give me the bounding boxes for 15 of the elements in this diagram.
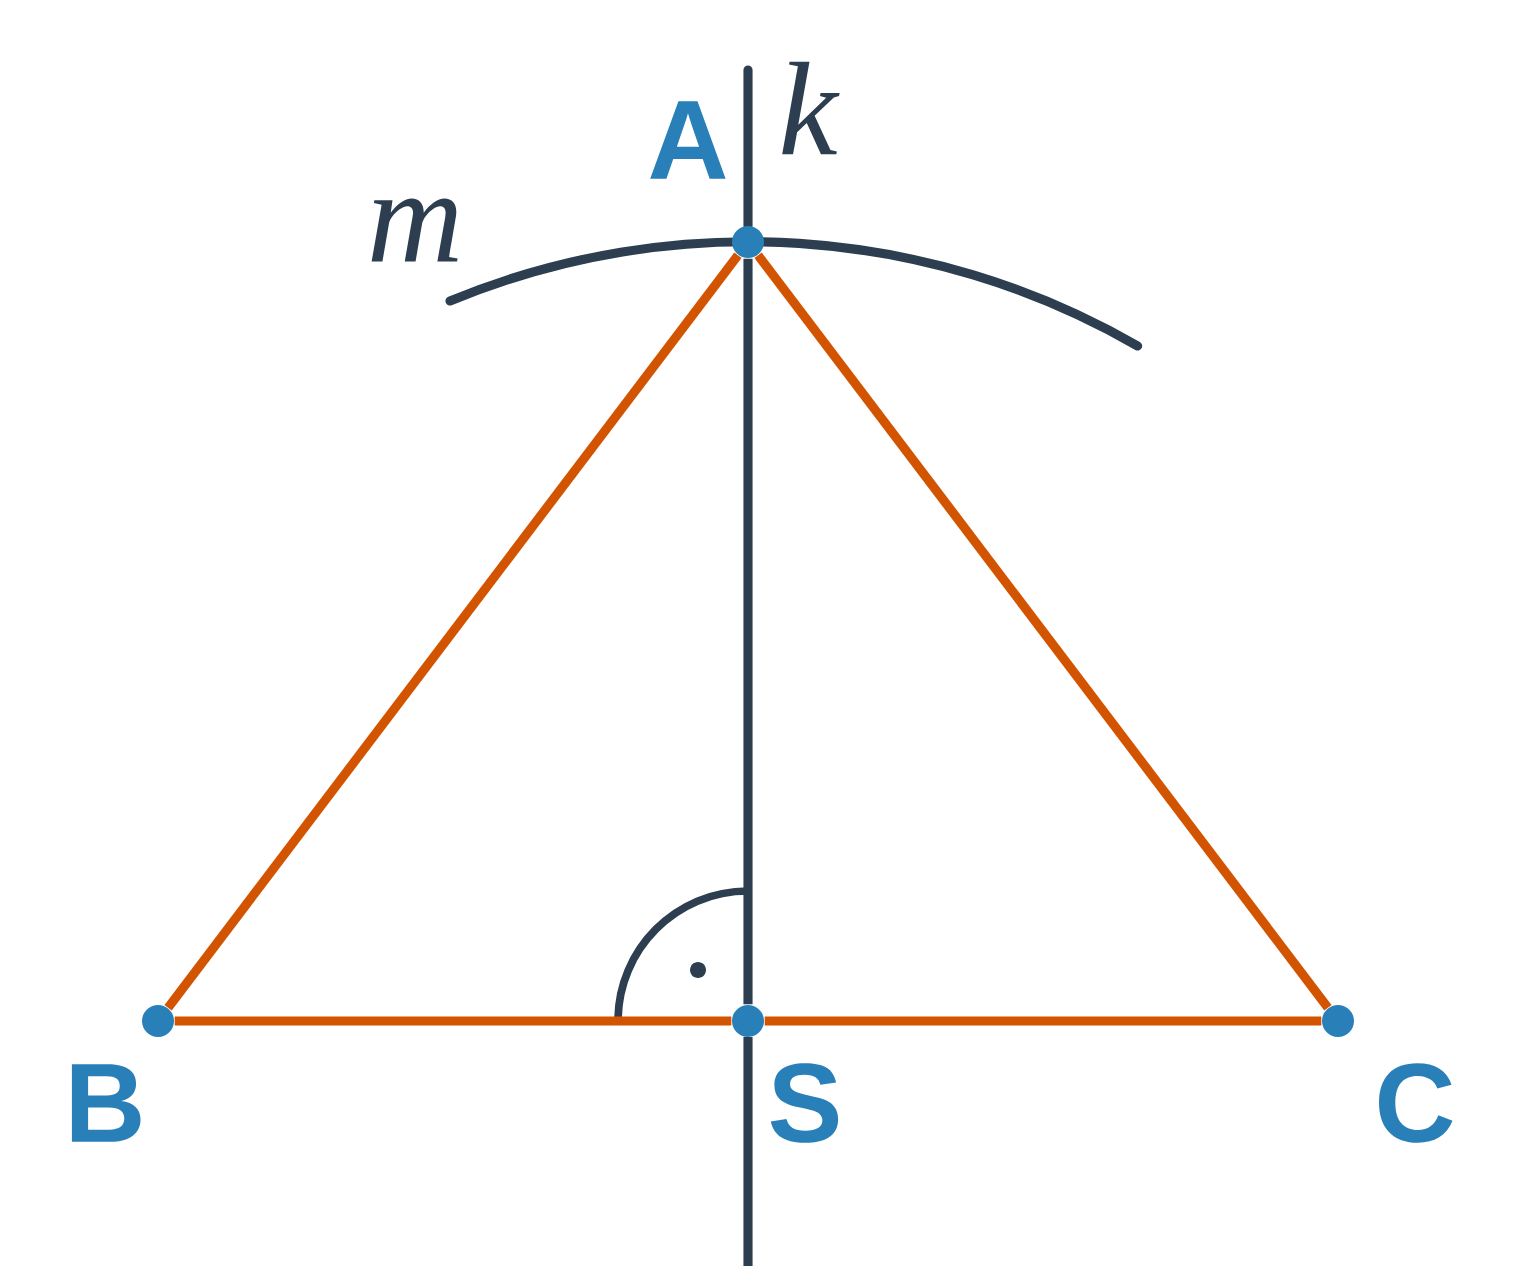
point-label: A (650, 101, 726, 179)
point (732, 226, 764, 258)
point (1322, 1005, 1354, 1037)
point-label: B (71, 1064, 141, 1142)
point (142, 1005, 174, 1037)
line-label: m (371, 198, 458, 262)
point-label: S (770, 1063, 839, 1143)
line-label: k (782, 61, 840, 155)
line-segment (174, 1016, 732, 1026)
line-segment (743, 258, 753, 1005)
line-segment (164, 252, 742, 1011)
point (732, 1005, 764, 1037)
line-segment (764, 1016, 1322, 1026)
line-segment (754, 252, 1332, 1011)
point-label: C (1379, 1063, 1453, 1143)
